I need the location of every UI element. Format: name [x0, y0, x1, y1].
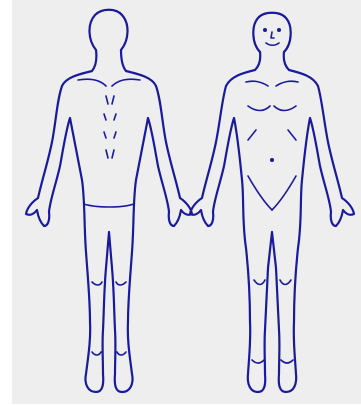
front-right-ankle [281, 360, 293, 363]
front-navel [270, 158, 274, 162]
back-body-outline [26, 50, 192, 392]
back-spine-mark-1 [106, 96, 108, 104]
front-right-collarbone [276, 81, 298, 86]
front-left-ankle [252, 360, 264, 363]
back-spine-mark-5 [104, 132, 106, 138]
front-left-knee [254, 280, 265, 285]
front-left-pectoral [248, 106, 270, 111]
back-right-heel-line [117, 352, 126, 355]
back-left-knee-line [92, 282, 102, 285]
back-right-knee-line [116, 282, 126, 285]
front-right-rib [288, 130, 296, 140]
back-spine-mark-7 [106, 150, 108, 158]
back-spine-mark-2 [112, 96, 114, 104]
back-spine-mark-8 [112, 150, 114, 158]
front-view-figure [190, 13, 354, 392]
back-waist-line [84, 204, 134, 207]
back-head [89, 10, 127, 50]
back-view-figure [26, 10, 192, 392]
back-spine-mark-6 [114, 132, 116, 138]
front-right-knee [280, 280, 291, 285]
back-spine-mark-4 [114, 114, 116, 120]
back-left-heel-line [92, 352, 101, 355]
back-left-shoulder-blade [78, 79, 106, 86]
front-left-collarbone [246, 81, 268, 86]
front-mouth [266, 43, 279, 45]
front-left-rib [248, 130, 256, 140]
back-right-shoulder-blade [112, 79, 140, 86]
front-right-pectoral [274, 106, 296, 111]
front-body-outline [190, 52, 354, 392]
front-left-eye [263, 28, 267, 32]
front-left-groin-line [248, 176, 272, 210]
back-spine-mark-3 [104, 114, 106, 120]
front-nose [271, 32, 274, 38]
front-right-eye [277, 28, 281, 32]
front-right-groin-line [272, 176, 296, 210]
